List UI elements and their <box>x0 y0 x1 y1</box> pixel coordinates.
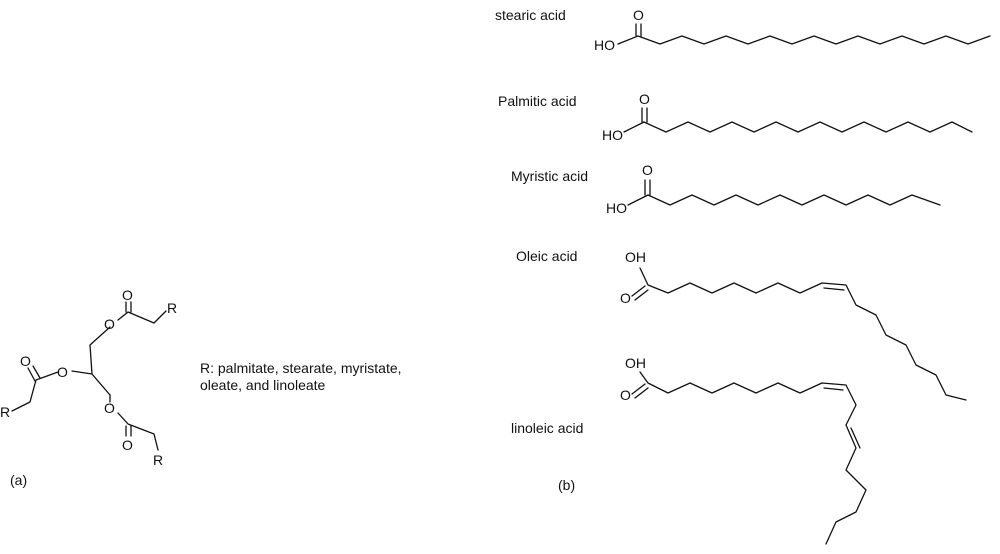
acid-name-stearic: stearic acid <box>495 7 566 23</box>
atom-o-palmitic: O <box>639 91 650 107</box>
triglyceride-structure: O O R O O R O O R (a) R: palmitate, stea… <box>0 287 402 488</box>
acid-name-palmitic: Palmitic acid <box>498 93 577 109</box>
double-bond-linoleic-1 <box>823 387 844 391</box>
atom-r-left: R <box>0 404 10 420</box>
glycerol-backbone <box>89 326 111 396</box>
carbonyl-stearic <box>635 23 642 37</box>
left-carbonyl <box>27 365 41 382</box>
double-bond-linoleic-2 <box>850 427 861 449</box>
linoleic-acid: linoleic acid OH O <box>511 355 867 545</box>
oleic-acid: Oleic acid OH O <box>516 248 967 401</box>
acid-name-oleic: Oleic acid <box>516 248 577 264</box>
double-bond-oleic <box>823 287 845 291</box>
carbonyl-oleic <box>631 285 649 301</box>
top-carbonyl <box>125 301 132 313</box>
atom-o-left-carbonyl: O <box>20 353 31 369</box>
chain-palmitic <box>623 121 973 133</box>
atom-ho-stearic: HO <box>594 37 615 53</box>
r-description-line2: oleate, and linoleate <box>200 377 326 393</box>
acid-name-myristic: Myristic acid <box>511 168 588 184</box>
chain-oleic <box>639 267 967 401</box>
atom-ho-myristic: HO <box>606 200 627 216</box>
carbonyl-linoleic <box>631 383 649 399</box>
atom-oh-linoleic: OH <box>625 355 646 371</box>
fatty-acids-panel: stearic acid O HO Palmitic acid O HO Myr… <box>495 7 991 545</box>
atom-o-stearic: O <box>633 7 644 23</box>
chain-stearic <box>617 35 991 45</box>
r-description-line1: R: palmitate, stearate, myristate, <box>200 360 402 376</box>
myristic-acid: Myristic acid O HO <box>511 162 941 216</box>
atom-r-bottom: R <box>153 452 163 468</box>
stearic-acid: stearic acid O HO <box>495 7 991 53</box>
top-ester-bonds <box>117 310 167 324</box>
atom-o-linoleic: O <box>620 387 631 403</box>
atom-o-bottom-ester: O <box>104 400 115 416</box>
atom-ho-palmitic: HO <box>602 127 623 143</box>
left-ester-bonds <box>11 371 59 412</box>
bottom-ester-bonds <box>117 412 159 451</box>
bond-c2-o <box>71 370 93 375</box>
chain-linoleic <box>639 371 867 545</box>
bottom-carbonyl <box>125 425 132 437</box>
atom-o-bottom-carbonyl: O <box>122 437 133 453</box>
panel-b-label: (b) <box>558 477 575 493</box>
atom-o-top-ester: O <box>104 316 115 332</box>
panel-a-label: (a) <box>10 472 27 488</box>
carbonyl-myristic <box>644 179 651 196</box>
chain-myristic <box>627 194 941 206</box>
atom-o-top-carbonyl: O <box>122 287 133 303</box>
atom-o-center: O <box>57 364 68 380</box>
atom-oh-oleic: OH <box>625 249 646 265</box>
palmitic-acid: Palmitic acid O HO <box>498 91 973 143</box>
atom-o-oleic: O <box>620 290 631 306</box>
carbonyl-palmitic <box>641 107 648 123</box>
atom-o-myristic: O <box>642 162 653 178</box>
acid-name-linoleic: linoleic acid <box>511 420 583 436</box>
atom-r-top: R <box>167 300 177 316</box>
